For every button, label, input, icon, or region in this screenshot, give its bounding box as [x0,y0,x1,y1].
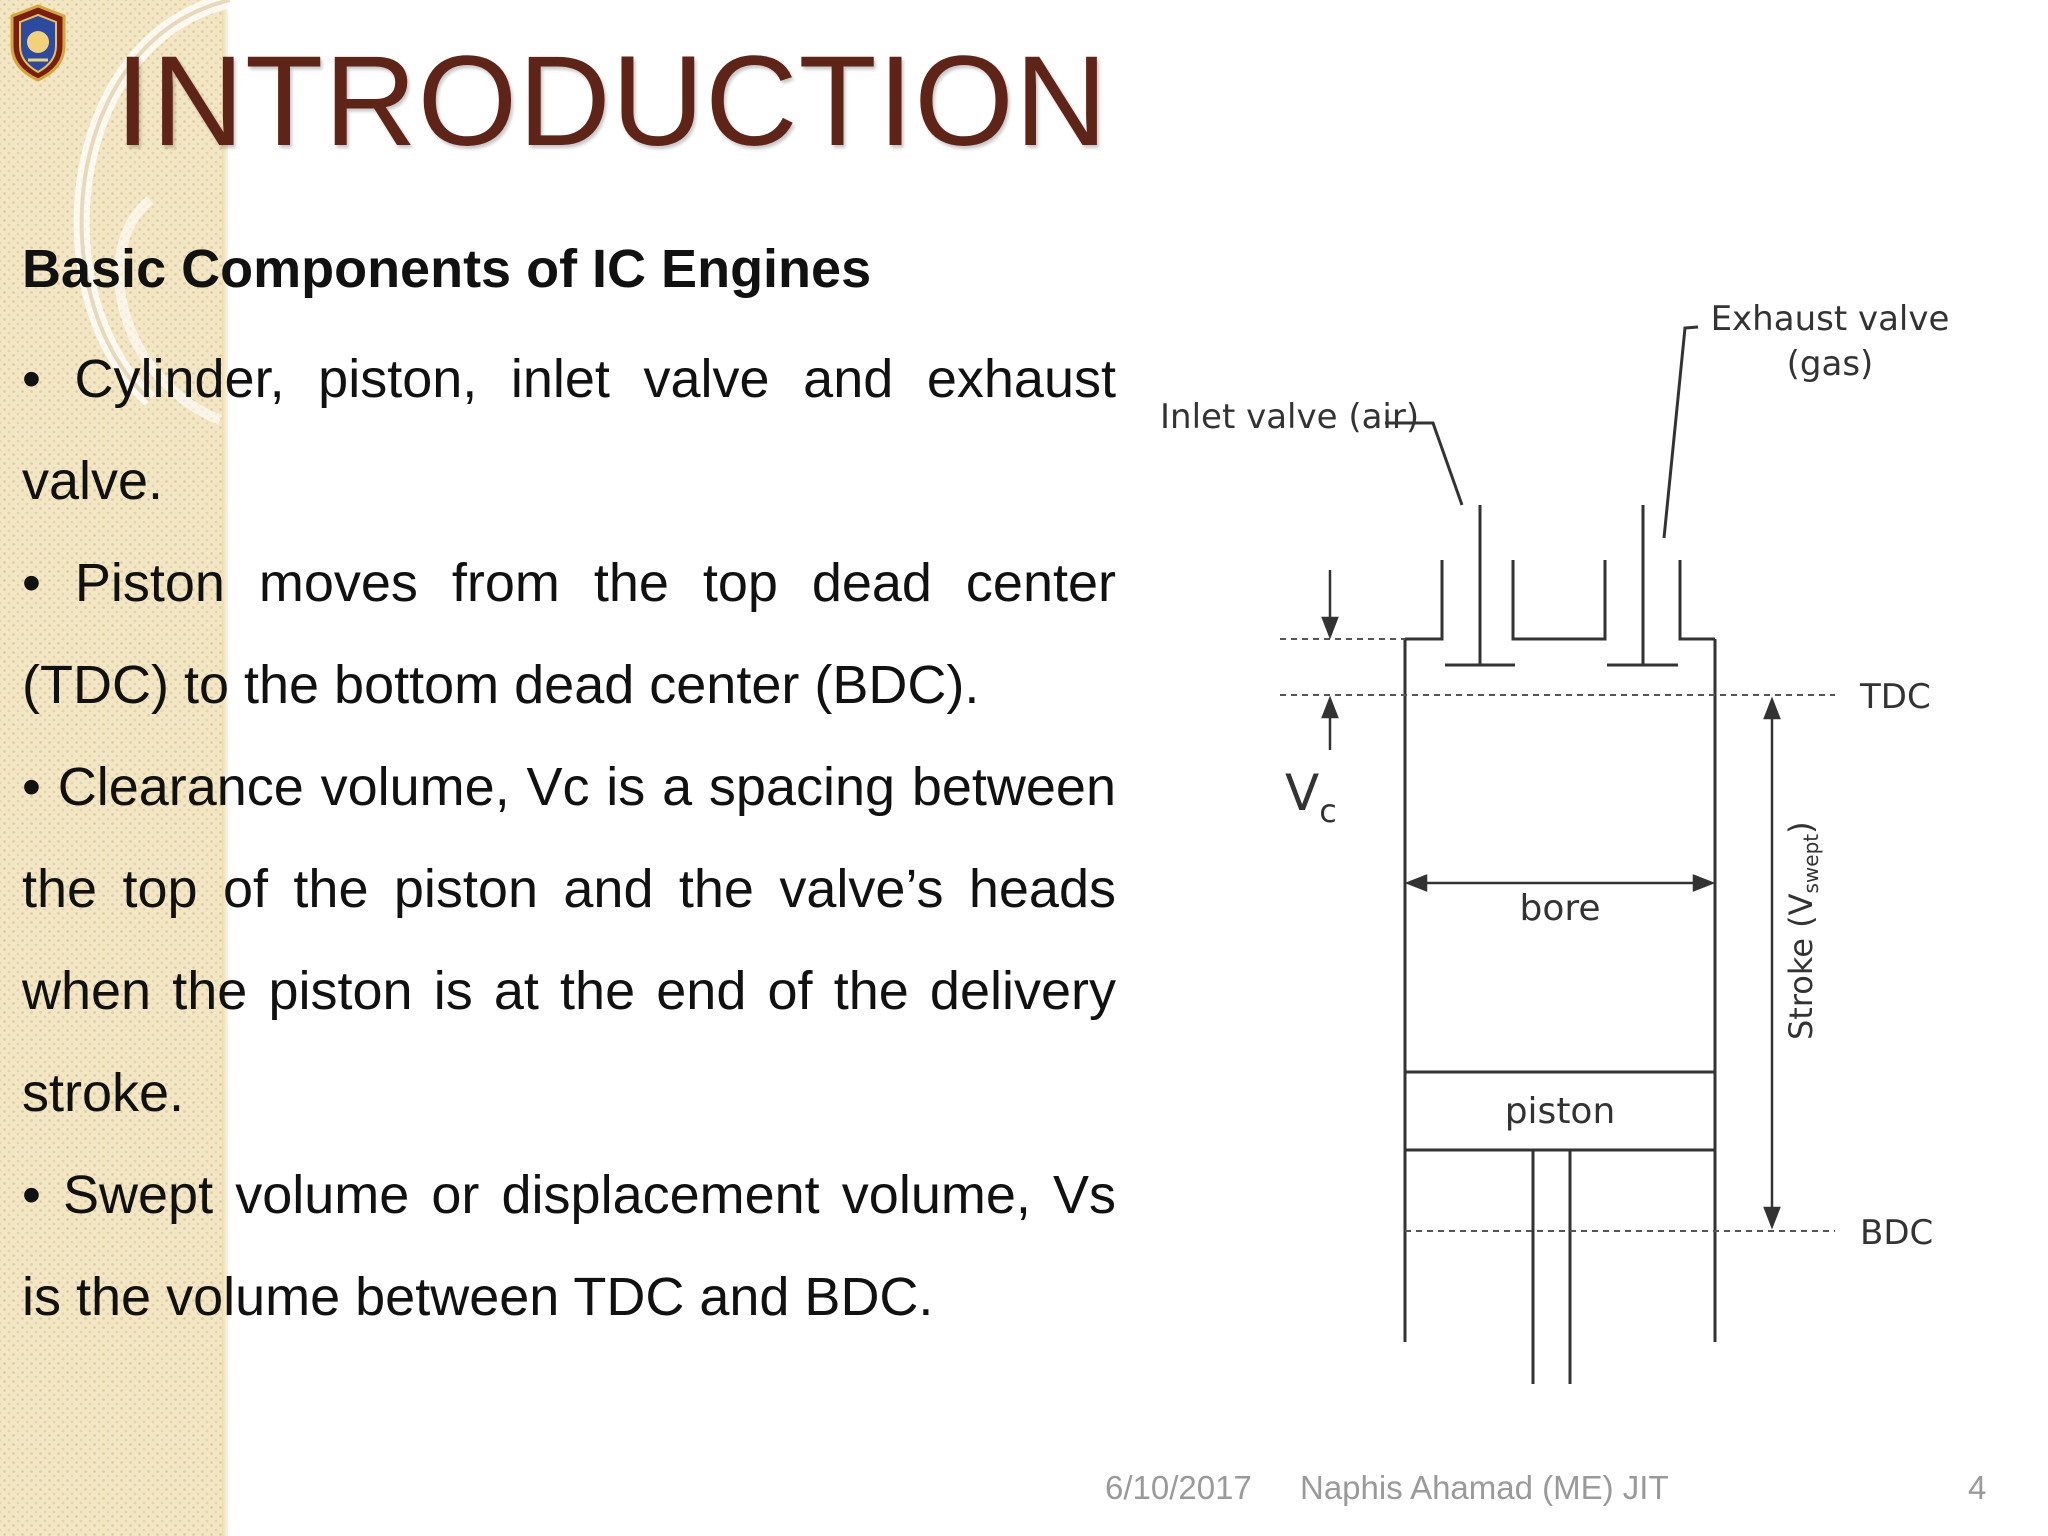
exhaust-leader-line [1662,325,1699,539]
inlet-leader-line [1385,421,1464,506]
tdc-label: TDC [1859,677,1931,717]
bdc-label: BDC [1860,1213,1933,1253]
section-subtitle: Basic Components of IC Engines [22,239,872,299]
piston-label: piston [1505,1091,1616,1132]
bullet-item: • Swept volume or displacement volume, V… [22,1165,1116,1327]
slide-number: 4 [1968,1469,1987,1506]
institute-logo [10,4,66,82]
clearance-volume-label: Vc [1285,764,1337,830]
slide-title: INTRODUCTION [115,30,1109,173]
decorative-swoosh [73,0,232,425]
decorative-side-band [0,0,228,1536]
stroke-label: Stroke (Vswept) [1782,821,1823,1040]
exhaust-valve-label: Exhaust valve [1711,299,1950,339]
exhaust-valve-sublabel: (gas) [1787,344,1874,384]
cylinder-head [1405,560,1444,641]
footer-author: Naphis Ahamad (ME) JIT [1300,1469,1669,1506]
bullet-item: • Piston moves from the top dead center … [22,553,1116,715]
bullet-item: • Cylinder, piston, inlet valve and exha… [22,349,1116,511]
ic-engine-diagram: Exhaust valve (gas) Inlet valve (air) TD… [1160,299,1950,1384]
bullet-item: • Clearance volume, Vc is a spacing betw… [22,757,1116,1123]
piston [1403,1070,1717,1152]
bore-label: bore [1519,888,1600,929]
footer-date: 6/10/2017 [1105,1469,1252,1506]
bullet-list: • Cylinder, piston, inlet valve and exha… [22,328,1116,1348]
side-band-edge [222,0,228,1536]
inlet-valve-label: Inlet valve (air) [1160,397,1419,437]
